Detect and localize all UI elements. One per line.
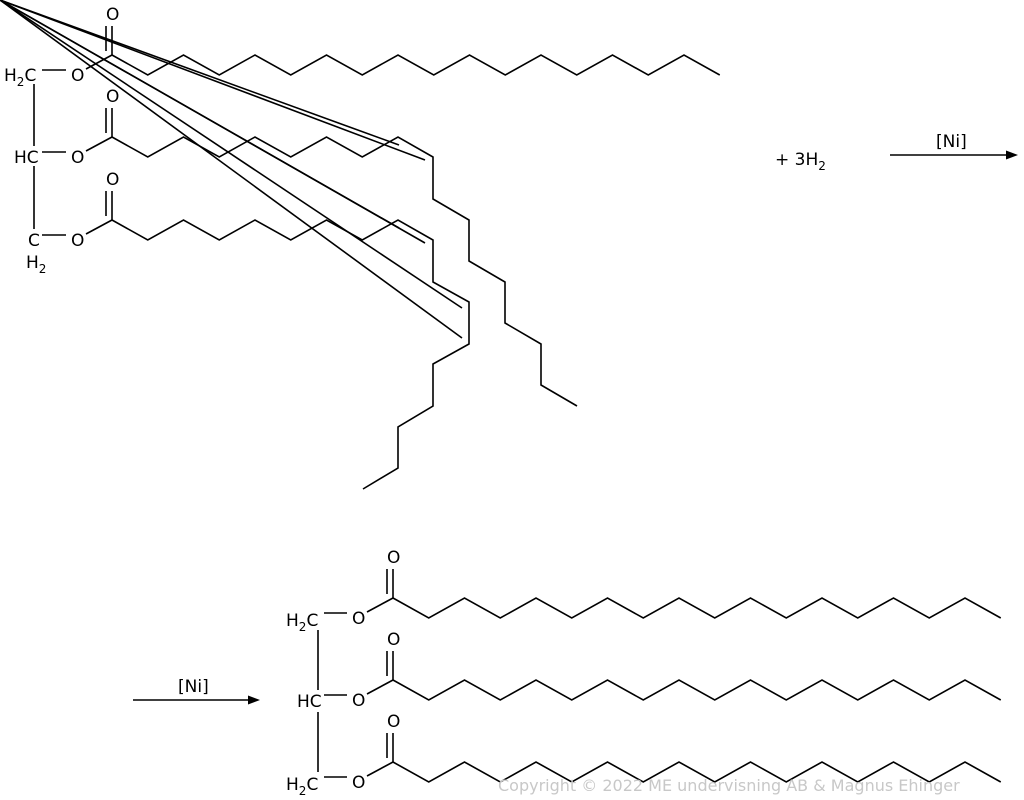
c-label: C: [306, 611, 318, 631]
subscript-2: 2: [818, 159, 826, 173]
subscript-2: 2: [299, 784, 307, 798]
fatty-acid-chain: [392, 597, 1002, 619]
copyright-text: Copyright © 2022 ME undervisning AB & Ma…: [498, 776, 960, 795]
h-label: H: [4, 66, 17, 86]
product-glycerol: H2C HC H2C: [286, 611, 322, 798]
o-c-bond: [85, 136, 113, 152]
fatty-acid-chain: [111, 219, 470, 490]
o-c-bond: [85, 219, 113, 235]
c-label-bottom: C: [28, 231, 40, 251]
hc-label: HC: [297, 692, 322, 712]
fatty-acid-chain: [111, 136, 578, 407]
carbonyl-oxygen-label: O: [106, 87, 119, 107]
h-label: H: [286, 775, 299, 795]
subscript-2: 2: [17, 75, 25, 89]
reactant-glycerol: H2C HC C H2: [4, 66, 46, 276]
ester-oxygen-label: O: [71, 148, 84, 168]
cis-double-bond-inner: [0, 0, 463, 309]
svg-text:H2C: H2C: [286, 775, 318, 798]
reaction-arrow-top: [Ni]: [890, 132, 1018, 160]
o-c-bond: [366, 761, 394, 777]
arrow-head-icon: [248, 695, 260, 705]
reactant-esters: O O O O O O: [0, 0, 721, 490]
product-esters: O O O O O O: [324, 548, 1002, 793]
fatty-acid-chain: [392, 679, 1002, 701]
subscript-2: 2: [299, 620, 307, 634]
cis-double-bond-inner: [0, 0, 426, 161]
c-label: C: [306, 775, 318, 795]
h-label: H: [286, 611, 299, 631]
carbonyl-oxygen-label: O: [106, 5, 119, 25]
c-label: C: [24, 66, 36, 86]
carbonyl-oxygen-label: O: [106, 170, 119, 190]
catalyst-label: [Ni]: [936, 132, 967, 152]
ester-oxygen-label: O: [352, 773, 365, 793]
svg-text:H2: H2: [26, 253, 46, 276]
h-label: H: [26, 253, 39, 273]
cis-double-bond-inner: [0, 0, 463, 339]
carbonyl-oxygen-label: O: [387, 630, 400, 650]
carbonyl-oxygen-label: O: [387, 712, 400, 732]
hydrogen-reagent: + 3H2: [775, 150, 826, 173]
subscript-2: 2: [39, 262, 47, 276]
carbonyl-oxygen-label: O: [387, 548, 400, 568]
ester-oxygen-label: O: [71, 66, 84, 86]
ester-oxygen-label: O: [71, 231, 84, 251]
cis-double-bond-inner: [0, 0, 426, 244]
svg-text:H2C: H2C: [286, 611, 318, 634]
o-c-bond: [366, 597, 394, 613]
ester-oxygen-label: O: [352, 609, 365, 629]
svg-text:H2C: H2C: [4, 66, 36, 89]
fatty-acid-chain: [392, 761, 1002, 783]
catalyst-label: [Ni]: [178, 677, 209, 697]
fatty-acid-chain: [111, 54, 721, 76]
reaction-arrow-bottom: [Ni]: [133, 677, 260, 705]
ester-oxygen-label: O: [352, 691, 365, 711]
arrow-head-icon: [1006, 150, 1018, 160]
reagent-text: + 3H: [775, 150, 818, 170]
hc-label: HC: [14, 148, 39, 168]
o-c-bond: [366, 679, 394, 695]
cis-double-bond-inner: [0, 0, 400, 146]
